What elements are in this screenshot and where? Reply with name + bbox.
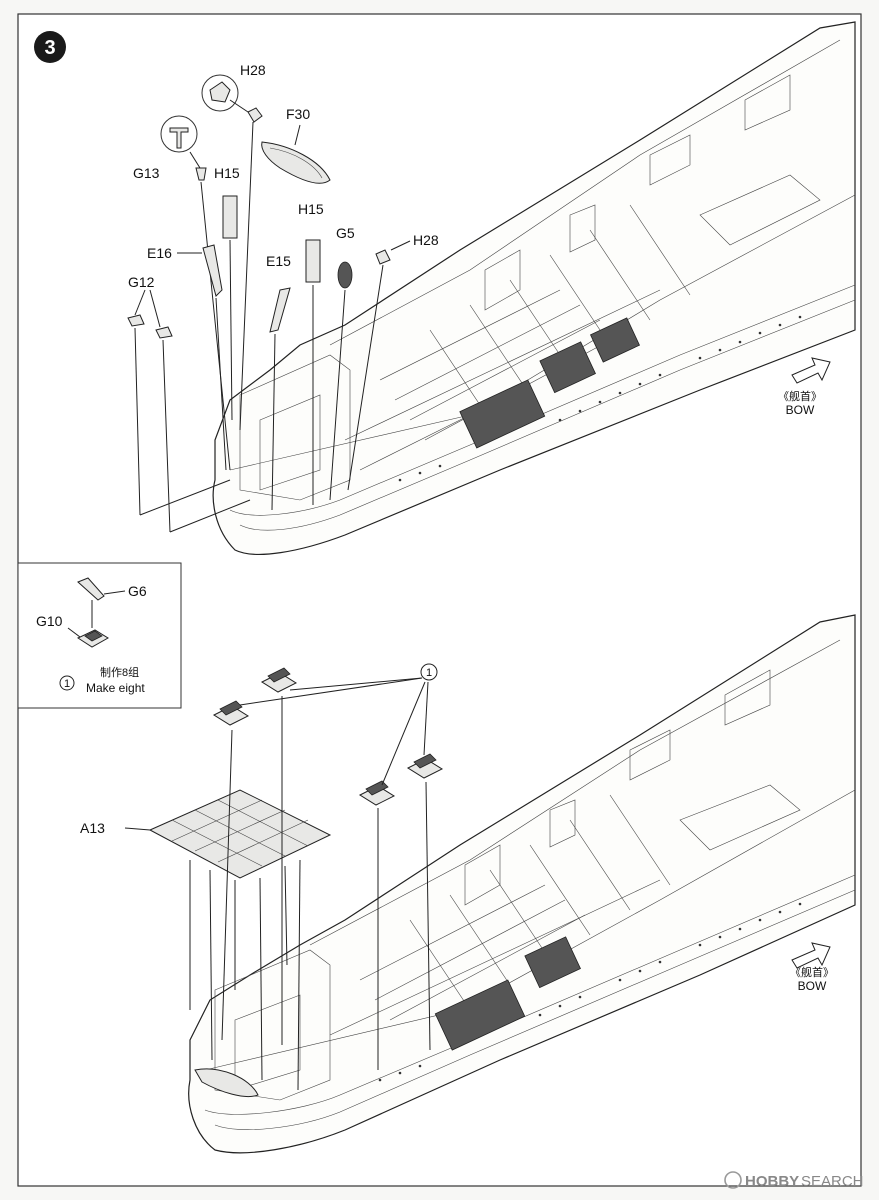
gun-mount-1 xyxy=(260,667,298,1045)
bow-arrow-top: 《舰首》 BOW xyxy=(778,357,831,417)
label-g13: G13 xyxy=(133,165,160,181)
part-e16 xyxy=(202,244,227,471)
label-e16: E16 xyxy=(147,245,172,261)
gun-mount-2 xyxy=(212,700,250,1041)
label-h28-b: H28 xyxy=(413,232,439,248)
label-g12: G12 xyxy=(128,274,155,290)
gun-mount-4 xyxy=(406,753,444,1051)
top-parts xyxy=(127,74,391,533)
svg-text:《舰首》: 《舰首》 xyxy=(790,965,834,979)
bow-arrow-bottom: 《舰首》 BOW xyxy=(790,942,834,993)
svg-text:3: 3 xyxy=(44,37,55,59)
label-h15-a: H15 xyxy=(214,165,240,181)
label-a13: A13 xyxy=(80,820,105,836)
top-hull-drawing xyxy=(212,21,856,555)
label-f30: F30 xyxy=(286,106,310,122)
subassembly-box xyxy=(17,562,182,709)
part-h15-b xyxy=(305,239,321,505)
bottom-parts xyxy=(124,667,444,1091)
callout-1: 1 xyxy=(420,663,438,681)
label-g10: G10 xyxy=(36,613,63,629)
note-cn: 制作8组 xyxy=(100,665,139,679)
label-h28-a: H28 xyxy=(240,62,266,78)
bottom-hull-drawing xyxy=(188,614,856,1154)
svg-text:《舰首》: 《舰首》 xyxy=(778,389,822,403)
step-badge: 3 xyxy=(34,31,66,63)
part-h15-a xyxy=(222,195,238,421)
label-g5: G5 xyxy=(336,225,355,241)
part-e15 xyxy=(269,287,291,511)
subassembly-callout: 1 xyxy=(59,675,75,691)
svg-text:BOW: BOW xyxy=(798,979,827,993)
label-g6: G6 xyxy=(128,583,147,599)
label-e15: E15 xyxy=(266,253,291,269)
svg-text:HOBBY: HOBBY xyxy=(745,1173,799,1190)
part-g12 xyxy=(127,289,251,533)
part-f30-boat xyxy=(261,124,331,184)
svg-text:1: 1 xyxy=(64,678,70,690)
label-h15-b: H15 xyxy=(298,201,324,217)
svg-text:BOW: BOW xyxy=(786,403,815,417)
part-h28-b xyxy=(347,249,391,491)
svg-text:SEARCH: SEARCH xyxy=(801,1173,864,1190)
note-en: Make eight xyxy=(86,681,145,695)
svg-text:1: 1 xyxy=(426,667,432,679)
part-a13-grating xyxy=(124,789,332,1091)
watermark: HOBBY SEARCH xyxy=(724,1171,864,1190)
part-g5 xyxy=(329,261,353,501)
part-h28-a xyxy=(201,74,263,431)
part-g13 xyxy=(160,115,231,471)
